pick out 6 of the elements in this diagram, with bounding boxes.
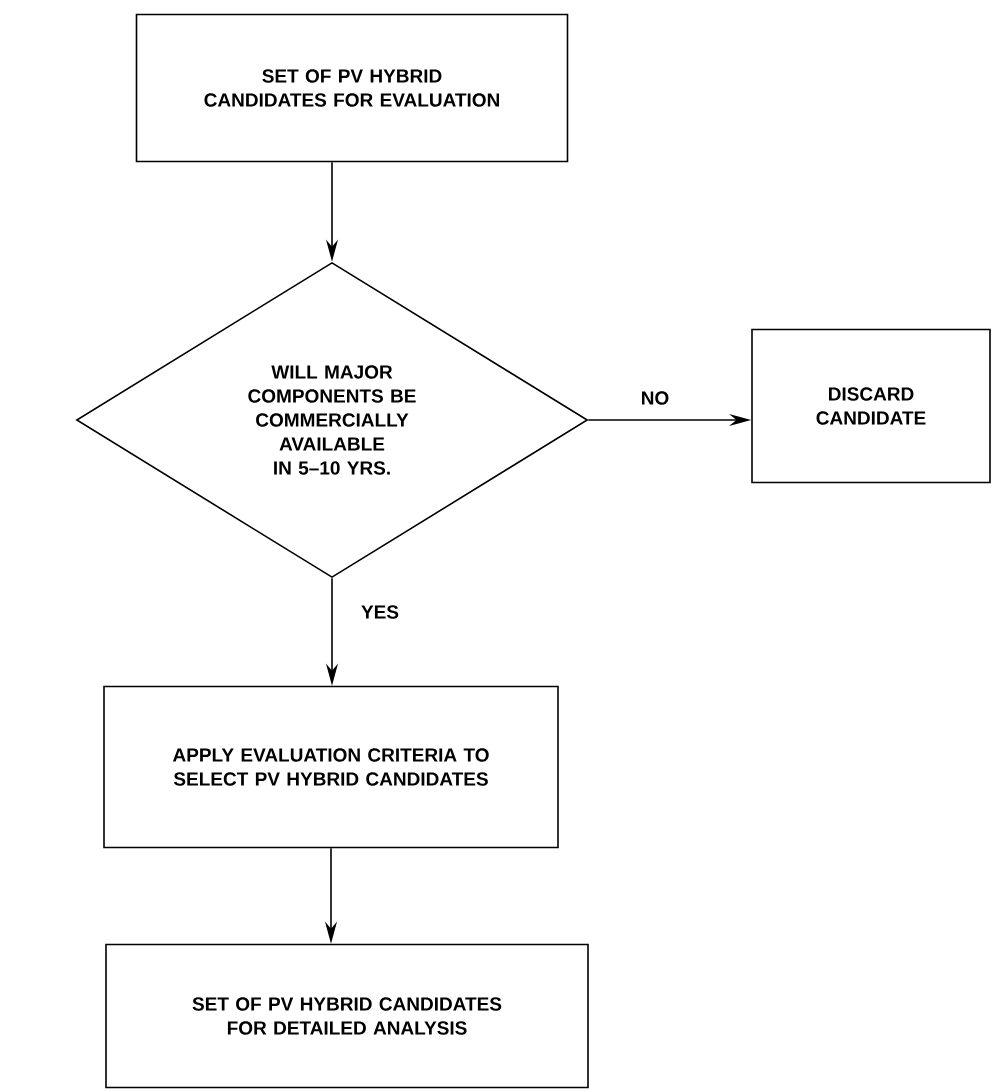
process-box: SET OF PV HYBRID CANDIDATES FOR DETAILED ANALYSIS [105, 943, 589, 1089]
process-box: DISCARD CANDIDATE [751, 328, 991, 484]
process-box: APPLY EVALUATION CRITERIA TO SELECT PV HYBRID CANDIDATES [103, 685, 559, 849]
edge-label: NO [638, 389, 672, 407]
edge-label: YES [359, 603, 401, 621]
process-box: SET OF PV HYBRID CANDIDATES FOR EVALUATION [135, 13, 569, 163]
